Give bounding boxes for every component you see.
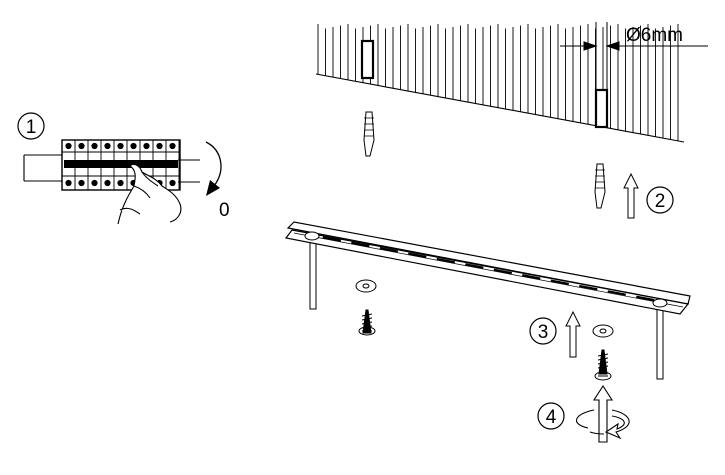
rail-slot <box>579 284 598 291</box>
drill-hole-right <box>594 88 609 129</box>
switch-off-arrow <box>205 141 222 196</box>
rail-slot <box>465 263 484 269</box>
step-3-marker: 3 <box>529 317 557 345</box>
breaker-terminal <box>65 179 72 187</box>
breaker-terminal <box>117 142 124 150</box>
drill-diameter-label: Ø6mm <box>626 25 683 46</box>
screw-right <box>594 349 612 381</box>
mounting-rail <box>284 221 691 380</box>
screw-left <box>358 309 376 336</box>
washer-left <box>355 279 377 293</box>
rail-slot <box>408 252 427 259</box>
step-4-marker: 4 <box>537 402 565 430</box>
rail-slot <box>436 257 456 264</box>
hand-icon <box>117 163 182 225</box>
step-2-marker: 2 <box>646 186 674 214</box>
wall <box>315 24 685 143</box>
breaker-terminal <box>117 179 124 187</box>
insert-arrow-step-2 <box>623 172 639 219</box>
wall-plug-left <box>363 111 375 157</box>
breaker-terminal <box>78 142 85 150</box>
off-position-label: 0 <box>219 200 230 221</box>
breaker-terminal <box>104 179 111 187</box>
rail-slot <box>607 290 627 296</box>
breaker-terminal <box>91 179 98 187</box>
step-1-number: 1 <box>26 117 37 138</box>
step-1-marker: 1 <box>17 112 45 140</box>
rail-slot <box>522 274 541 280</box>
rail-slot <box>493 268 513 275</box>
rail-slot <box>351 241 370 248</box>
diameter-dimension <box>560 22 708 90</box>
breaker-terminal <box>169 142 176 150</box>
step-2-number: 2 <box>655 191 666 212</box>
rail-end-right <box>652 298 668 308</box>
rail-slot <box>379 247 399 253</box>
breaker-terminal <box>104 142 111 150</box>
rail-slot <box>322 236 342 242</box>
insert-arrow-step-3 <box>565 310 581 358</box>
step-4-number: 4 <box>546 407 557 428</box>
breaker-terminal <box>143 142 150 150</box>
rail-slots <box>322 236 655 302</box>
breaker-terminal <box>91 142 98 150</box>
rail-slot <box>550 279 570 286</box>
washer-right <box>592 324 614 338</box>
wall-plug-right <box>594 163 606 209</box>
breaker-terminal <box>130 142 137 150</box>
drill-hole-left <box>360 39 375 80</box>
wall-bottom-edge <box>315 73 685 143</box>
breaker-terminal <box>169 179 176 187</box>
breaker-terminal <box>156 142 163 150</box>
circuit-breaker-panel <box>23 139 200 191</box>
breaker-terminal <box>78 179 85 187</box>
breaker-terminal <box>65 142 72 150</box>
rail-end-left <box>304 231 320 241</box>
rail-slot <box>636 295 655 302</box>
tighten-rotation-arrow <box>576 384 630 443</box>
step-3-number: 3 <box>538 322 549 343</box>
